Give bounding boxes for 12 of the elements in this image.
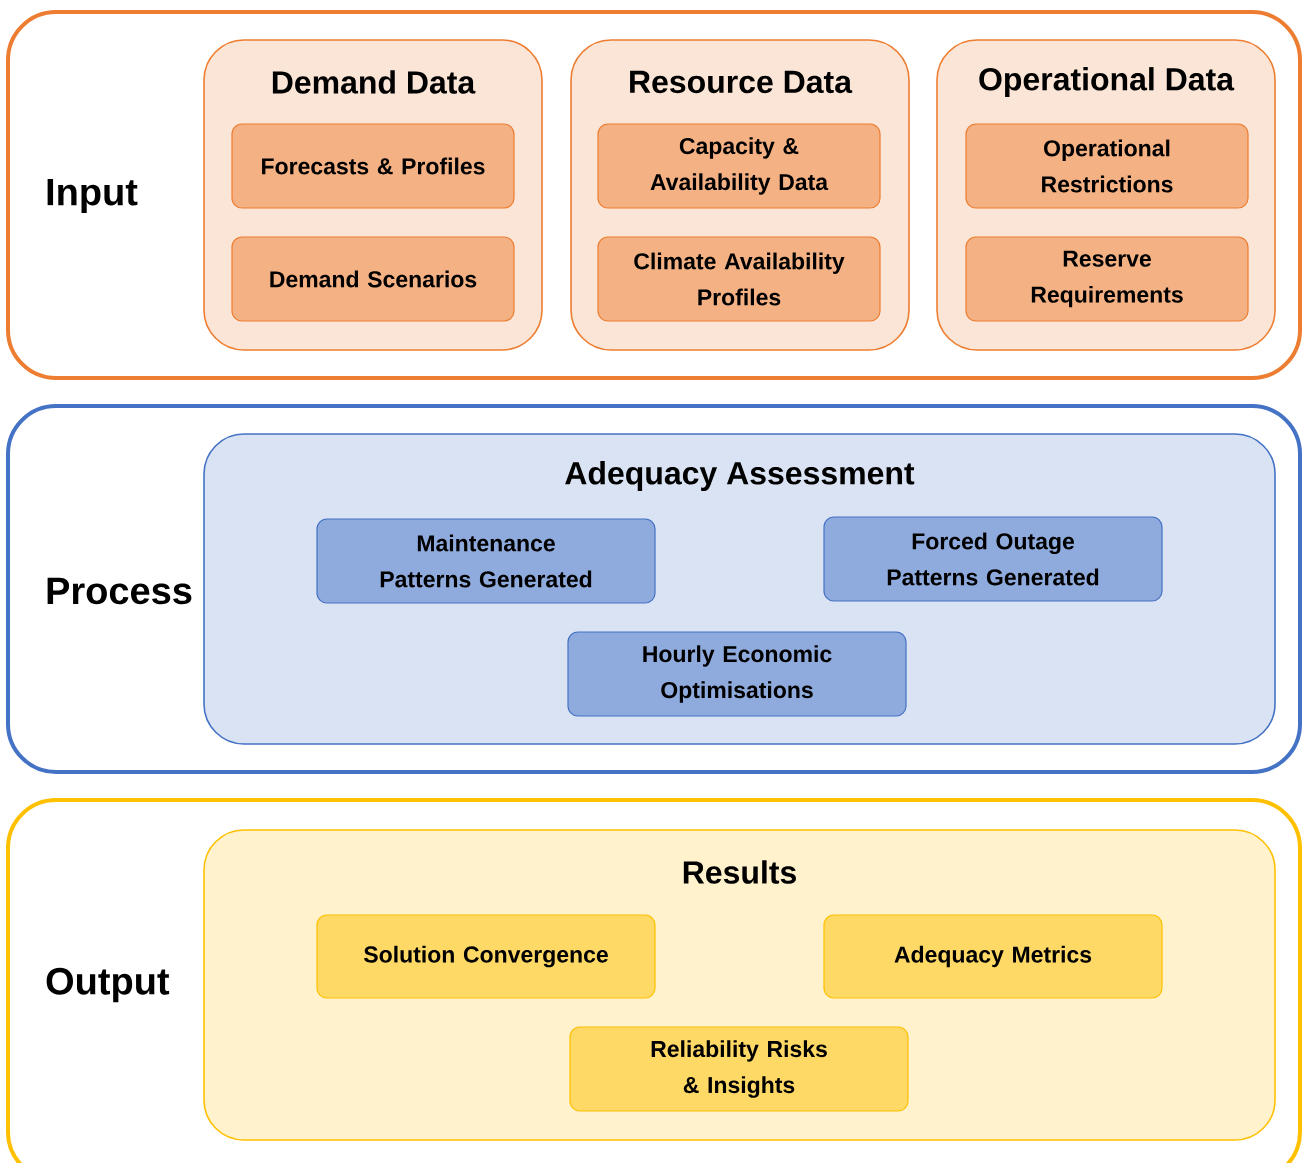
process-box: Solution Convergence (316, 914, 656, 999)
process-box: Adequacy Metrics (823, 914, 1163, 999)
process-box: Maintenance Patterns Generated (316, 518, 656, 604)
process-box: Operational Restrictions (965, 123, 1249, 209)
process-box: Hourly Economic Optimisations (567, 631, 907, 717)
process-box: Forced Outage Patterns Generated (823, 516, 1163, 602)
process-box: Forecasts & Profiles (231, 123, 515, 209)
process-box: Climate Availability Profiles (597, 236, 881, 322)
process-box: Reserve Requirements (965, 236, 1249, 322)
process-box: Reliability Risks & Insights (569, 1026, 909, 1112)
process-box: Demand Scenarios (231, 236, 515, 322)
process-box: Capacity & Availability Data (597, 123, 881, 209)
